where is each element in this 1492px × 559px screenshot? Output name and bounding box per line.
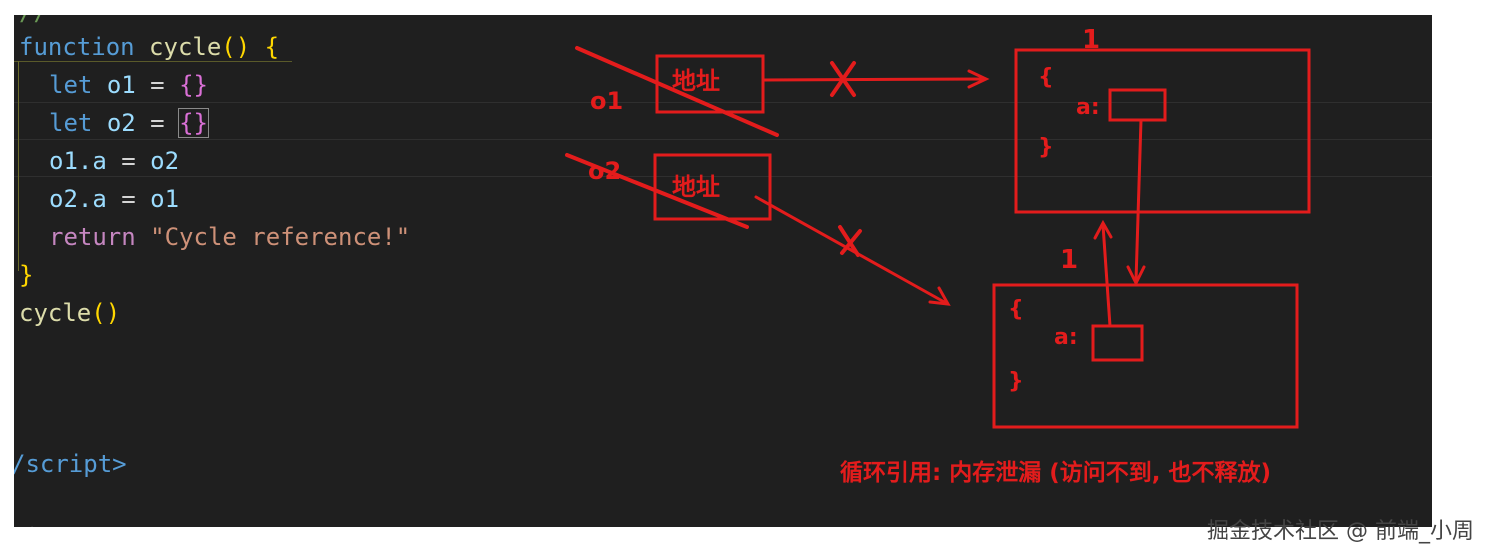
code-line-7: } [19,261,34,289]
arrow-head-1 [967,69,990,89]
code-line-8: cycle() [19,299,121,327]
code-editor[interactable]: // function cycle() { let o1 = {} let o2… [14,15,1432,527]
indent-guide [18,61,19,271]
ref-count-bottom: 1 [1060,245,1079,275]
code-line-4: o1.a = o2 [49,147,180,175]
object-box-1 [1014,48,1311,214]
object-2-field-a [1091,324,1144,362]
arrow-head-4 [1093,219,1113,240]
function-scope-highlight [14,28,292,62]
code-line-10: < [19,513,33,527]
strike-o1 [575,46,779,137]
ref-count-top: 1 [1082,25,1101,55]
paren: () [221,33,251,61]
code-line-1: function cycle() { [19,28,279,66]
keyword: function [19,33,135,61]
cross-2b [840,229,862,255]
object-2-close-brace: } [1008,369,1024,394]
cross-1b [830,61,856,97]
function-name: cycle [149,33,222,61]
current-line-highlight-2 [14,140,1432,177]
arrow-obj2-to-obj1 [1101,223,1112,328]
matched-bracket: {} [178,108,209,138]
code-line-0: // [19,15,48,31]
arrow-head-2 [928,286,951,306]
object-box-2 [992,283,1299,429]
caption-circular-reference: 循环引用: 内存泄漏 (访问不到, 也不释放) [840,460,1271,486]
address-label-1: 地址 [672,67,720,95]
watermark: 掘金技术社区 @ 前端_小周 [1207,519,1474,544]
object-1-close-brace: } [1038,135,1054,160]
arrow-obj1-to-obj2 [1134,118,1143,283]
strike-o2 [565,153,749,229]
cross-2a [838,225,860,257]
object-2-key: a: [1054,325,1078,350]
o2-label: o2 [588,157,622,185]
object-2-open-brace: { [1008,297,1024,322]
annotation-overlay [565,46,1311,429]
arrow-o1-ref [761,77,986,82]
address-box-2 [653,153,772,221]
code-line-9: /script> [14,450,127,478]
arrow-o2-ref [754,195,948,305]
code-line-5: o2.a = o1 [49,185,180,213]
arrow-head-3 [1126,265,1146,287]
code-line-6: return "Cycle reference!" [49,223,411,251]
brace: { [264,33,280,61]
o1-label: o1 [590,87,624,115]
object-1-open-brace: { [1038,65,1054,90]
address-label-2: 地址 [672,173,720,201]
code-line-3: let o2 = {} [49,108,209,138]
object-1-field-a [1108,88,1167,122]
object-1-key: a: [1076,95,1100,120]
current-line-highlight [14,102,1432,140]
code-line-2: let o1 = {} [49,71,208,99]
